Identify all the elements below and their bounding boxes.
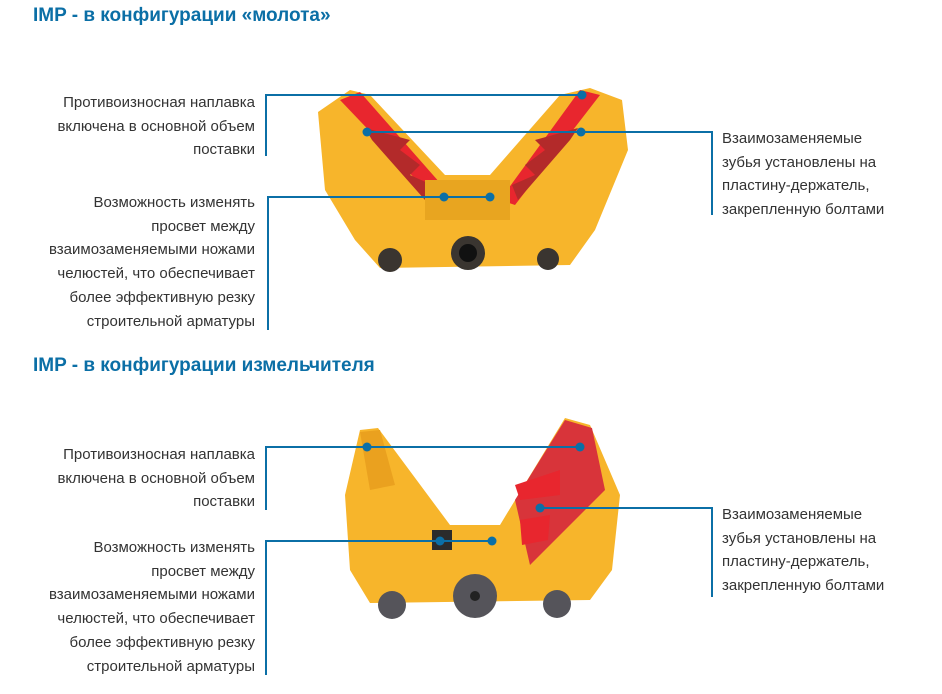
callout-lines-bottom [265, 446, 713, 675]
text-line: включена в основной объем [57, 117, 255, 135]
callout-wear-hammer: Противоизносная наплавка включена в осно… [57, 91, 255, 162]
section-title-crusher: IMP - в конфигурации измельчителя [33, 355, 375, 376]
text-line: взаимозаменяемыми ножами [49, 586, 255, 604]
text-line: зубья установлены на [722, 529, 877, 547]
text-line: просвет между [151, 562, 255, 580]
callout-gap-crusher: Возможность изменять просвет между взаим… [49, 536, 255, 678]
callout-dots-top [362, 90, 587, 202]
text-line: поставки [193, 493, 255, 511]
callout-teeth-crusher: Взаимозаменяемые зубья установлены на пл… [722, 503, 884, 598]
hammer-jaw-illustration [318, 88, 628, 272]
crusher-jaw-illustration [345, 418, 620, 619]
text-line: Возможность изменять [93, 194, 255, 211]
text-line: зубья установлены на [722, 153, 877, 171]
text-line: пластину-держатель, [722, 177, 870, 195]
callout-gap-hammer: Возможность изменять просвет между взаим… [49, 191, 255, 333]
text-line: строительной арматуры [86, 312, 255, 330]
text-line: строительной арматуры [86, 657, 255, 675]
text-line: закрепленную болтами [722, 577, 885, 595]
text-line: Противоизносная наплавка [63, 94, 255, 111]
text-line: взаимозаменяемыми ножами [49, 241, 255, 259]
text-line: более эффективную резку [69, 288, 255, 306]
text-line: закрепленную болтами [722, 201, 885, 219]
section-title-hammer: IMP - в конфигурации «молота» [33, 5, 331, 26]
callout-teeth-hammer: Взаимозаменяемые зубья установлены на пл… [722, 127, 884, 222]
text-line: включена в основной объем [57, 469, 255, 487]
callout-wear-crusher: Противоизносная наплавка включена в осно… [57, 443, 255, 514]
callout-lines-top [265, 94, 713, 330]
callout-dots-bottom [362, 442, 585, 546]
text-line: просвет между [151, 217, 255, 235]
text-line: Взаимозаменяемые [722, 506, 863, 523]
text-line: поставки [193, 141, 255, 159]
text-line: Взаимозаменяемые [722, 130, 863, 147]
text-line: пластину-держатель, [722, 553, 870, 571]
text-line: более эффективную резку [69, 633, 255, 651]
text-line: Возможность изменять [93, 539, 255, 556]
text-line: челюстей, что обеспечивает [57, 265, 255, 283]
text-line: Противоизносная наплавка [63, 446, 255, 463]
text-line: челюстей, что обеспечивает [57, 610, 255, 628]
